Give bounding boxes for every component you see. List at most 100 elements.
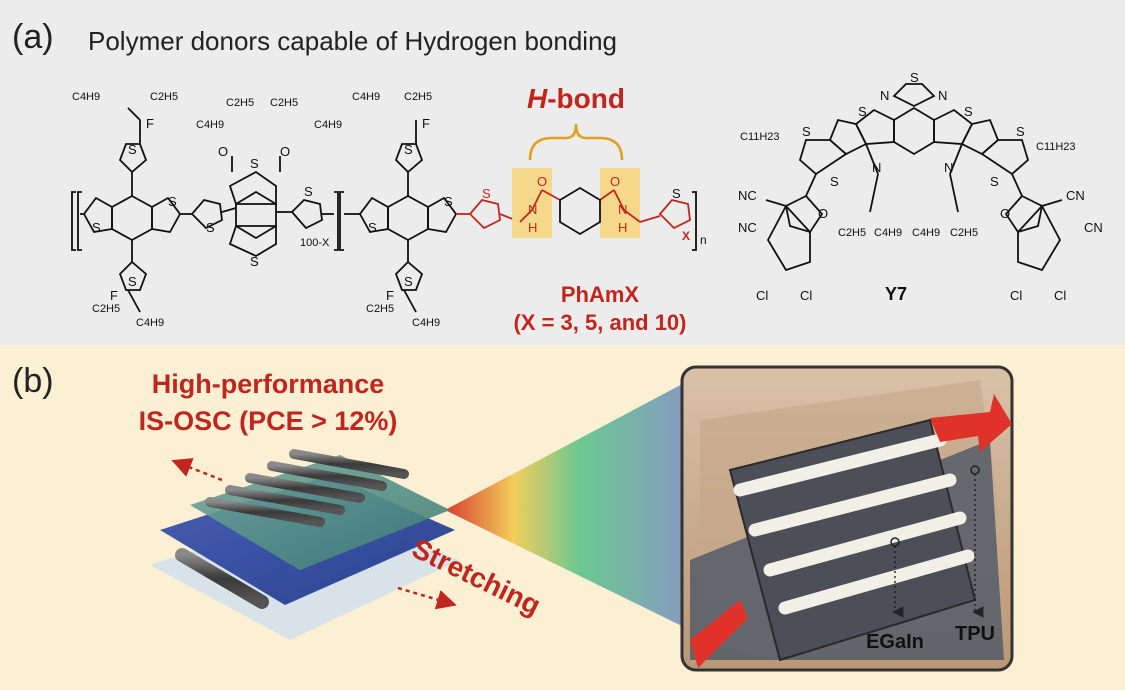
device-illustration xyxy=(150,449,460,640)
svg-text:S: S xyxy=(444,194,453,209)
panel-b-label: (b) xyxy=(12,362,54,400)
svg-text:S: S xyxy=(404,142,413,157)
amide-linker xyxy=(519,189,691,230)
subscript-100x: 100-X xyxy=(300,237,330,249)
svg-text:C4H9: C4H9 xyxy=(412,317,440,329)
svg-text:S: S xyxy=(404,274,413,289)
panel-a-title: Polymer donors capable of Hydrogen bondi… xyxy=(88,26,618,56)
svg-text:C2H5: C2H5 xyxy=(150,91,178,103)
headline-line-1: High-performance xyxy=(152,369,385,399)
headline-line-2: IS-OSC (PCE > 12%) xyxy=(139,406,398,436)
svg-text:S: S xyxy=(128,274,137,289)
svg-text:H: H xyxy=(528,220,537,235)
y7-chain-labels: C11H23 C11H23 C2H5 C4H9 C4H9 C2H5 xyxy=(740,131,1076,239)
svg-text:F: F xyxy=(146,116,154,131)
svg-text:CN: CN xyxy=(1066,188,1085,203)
polymer-name: PhAmX xyxy=(561,282,640,307)
panel-a xyxy=(0,0,1125,345)
alkyl-chain-labels: C4H9 C2H5 C4H9 C2H5 C2H5 C4H9 C4H9 C2H5 … xyxy=(72,91,440,329)
svg-text:C11H23: C11H23 xyxy=(740,131,780,143)
svg-text:S: S xyxy=(830,174,839,189)
svg-text:S: S xyxy=(1016,124,1025,139)
svg-text:Cl: Cl xyxy=(800,288,812,303)
svg-text:C2H5: C2H5 xyxy=(404,91,432,103)
svg-text:O: O xyxy=(218,144,228,159)
svg-text:S: S xyxy=(206,220,215,235)
svg-text:C2H5: C2H5 xyxy=(366,303,394,315)
svg-text:F: F xyxy=(386,288,394,303)
svg-text:Cl: Cl xyxy=(1010,288,1022,303)
y7-structure xyxy=(765,83,1063,272)
hbond-title: H-bond xyxy=(527,83,625,114)
svg-text:S: S xyxy=(964,104,973,119)
svg-text:S: S xyxy=(368,220,377,235)
egain-label: EGaIn xyxy=(866,631,924,653)
svg-text:S: S xyxy=(250,156,259,171)
panel-a-label: (a) xyxy=(12,18,54,56)
svg-text:S: S xyxy=(858,104,867,119)
stretch-arrow-left xyxy=(171,458,223,482)
hbond-segment xyxy=(456,198,521,230)
svg-text:C2H5: C2H5 xyxy=(838,227,866,239)
svg-text:O: O xyxy=(280,144,290,159)
svg-text:N: N xyxy=(618,202,627,217)
svg-text:S: S xyxy=(304,184,313,199)
svg-text:C4H9: C4H9 xyxy=(136,317,164,329)
svg-text:S: S xyxy=(990,174,999,189)
svg-text:O: O xyxy=(1000,206,1010,221)
svg-text:C4H9: C4H9 xyxy=(196,119,224,131)
photo-arrow-left xyxy=(690,600,748,668)
stretch-arrow-right xyxy=(397,586,457,610)
tpu-label: TPU xyxy=(955,623,995,645)
svg-text:C2H5: C2H5 xyxy=(950,227,978,239)
hbond-brace xyxy=(528,123,624,161)
y7-atom-labels: S N N S S S S S S N N O O NC NC CN CN Cl… xyxy=(738,70,1103,303)
polymer-atom-labels: S S S S F F S S S O O S S S S S F F S xyxy=(92,116,681,303)
svg-text:NC: NC xyxy=(738,188,757,203)
svg-text:S: S xyxy=(128,142,137,157)
acceptor-name: Y7 xyxy=(885,284,907,304)
svg-text:C4H9: C4H9 xyxy=(314,119,342,131)
svg-text:N: N xyxy=(872,160,881,175)
polymer-note: (X = 3, 5, and 10) xyxy=(513,310,686,335)
svg-text:S: S xyxy=(672,186,681,201)
svg-text:C4H9: C4H9 xyxy=(352,91,380,103)
subscript-n: n xyxy=(700,233,707,247)
svg-text:N: N xyxy=(528,202,537,217)
svg-text:S: S xyxy=(250,254,259,269)
svg-text:S: S xyxy=(92,220,101,235)
light-beam xyxy=(445,380,690,630)
svg-text:C4H9: C4H9 xyxy=(874,227,902,239)
svg-text:C4H9: C4H9 xyxy=(72,91,100,103)
polymer-structure xyxy=(71,107,458,313)
svg-text:F: F xyxy=(422,116,430,131)
svg-text:NC: NC xyxy=(738,220,757,235)
svg-text:C2H5: C2H5 xyxy=(270,97,298,109)
svg-text:S: S xyxy=(802,124,811,139)
svg-text:C2H5: C2H5 xyxy=(92,303,120,315)
svg-text:H: H xyxy=(618,220,627,235)
top-electrodes xyxy=(205,449,409,527)
svg-text:C2H5: C2H5 xyxy=(226,97,254,109)
amide-atom-labels: S O O N H N H xyxy=(482,174,627,235)
svg-text:N: N xyxy=(944,160,953,175)
bottom-electrode xyxy=(175,548,269,609)
svg-text:O: O xyxy=(537,174,547,189)
svg-text:C11H23: C11H23 xyxy=(1036,141,1076,153)
svg-text:O: O xyxy=(818,206,828,221)
svg-text:S: S xyxy=(482,186,491,201)
svg-text:N: N xyxy=(938,88,947,103)
svg-text:Cl: Cl xyxy=(756,288,768,303)
svg-text:S: S xyxy=(910,70,919,85)
svg-text:N: N xyxy=(880,88,889,103)
phenyl-ring xyxy=(559,186,697,251)
photo-electrodes xyxy=(733,433,975,615)
amide-highlight-left xyxy=(512,168,552,238)
svg-text:Cl: Cl xyxy=(1054,288,1066,303)
svg-text:O: O xyxy=(610,174,620,189)
svg-text:F: F xyxy=(110,288,118,303)
svg-text:S: S xyxy=(168,194,177,209)
svg-text:C4H9: C4H9 xyxy=(912,227,940,239)
